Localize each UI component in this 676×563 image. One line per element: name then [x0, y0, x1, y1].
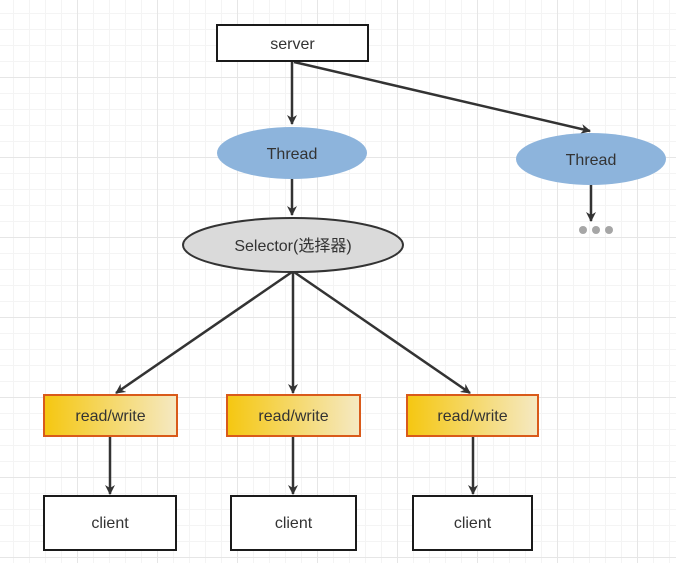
thread-side-label: Thread	[566, 152, 617, 169]
client-label-1: client	[91, 515, 129, 532]
ellipsis-icon	[579, 226, 613, 234]
readwrite-node-1: read/write	[43, 394, 178, 437]
readwrite-label-3: read/write	[437, 408, 507, 425]
connectors	[105, 60, 596, 495]
arrow-selector-to-readwrite-3	[293, 270, 471, 395]
server-label: server	[270, 36, 315, 53]
server-node: server	[216, 24, 369, 62]
thread-main-label: Thread	[267, 146, 318, 163]
selector-node: Selector(选择器)	[182, 217, 404, 273]
selector-label: Selector(选择器)	[234, 237, 351, 255]
arrow-server-to-side-thread	[293, 60, 591, 134]
readwrite-node-3: read/write	[406, 394, 539, 437]
client-label-2: client	[275, 515, 313, 532]
thread-node-main: Thread	[217, 127, 367, 179]
client-label-3: client	[454, 515, 492, 532]
arrow-selector-to-readwrite-1	[115, 270, 293, 395]
thread-node-side: Thread	[516, 133, 666, 185]
readwrite-label-1: read/write	[75, 408, 145, 425]
client-node-2: client	[230, 495, 357, 551]
client-node-3: client	[412, 495, 533, 551]
readwrite-label-2: read/write	[258, 408, 328, 425]
readwrite-node-2: read/write	[226, 394, 361, 437]
client-node-1: client	[43, 495, 177, 551]
